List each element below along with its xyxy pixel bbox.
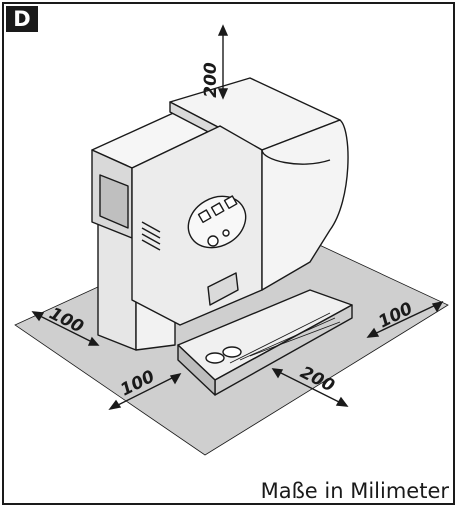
units-caption: Maße in Milimeter bbox=[260, 479, 449, 503]
panel-label: D bbox=[6, 6, 38, 32]
coffee-machine bbox=[91, 77, 353, 396]
dimension-arrows bbox=[31, 24, 444, 411]
dim-label-top: 200 bbox=[201, 62, 221, 98]
